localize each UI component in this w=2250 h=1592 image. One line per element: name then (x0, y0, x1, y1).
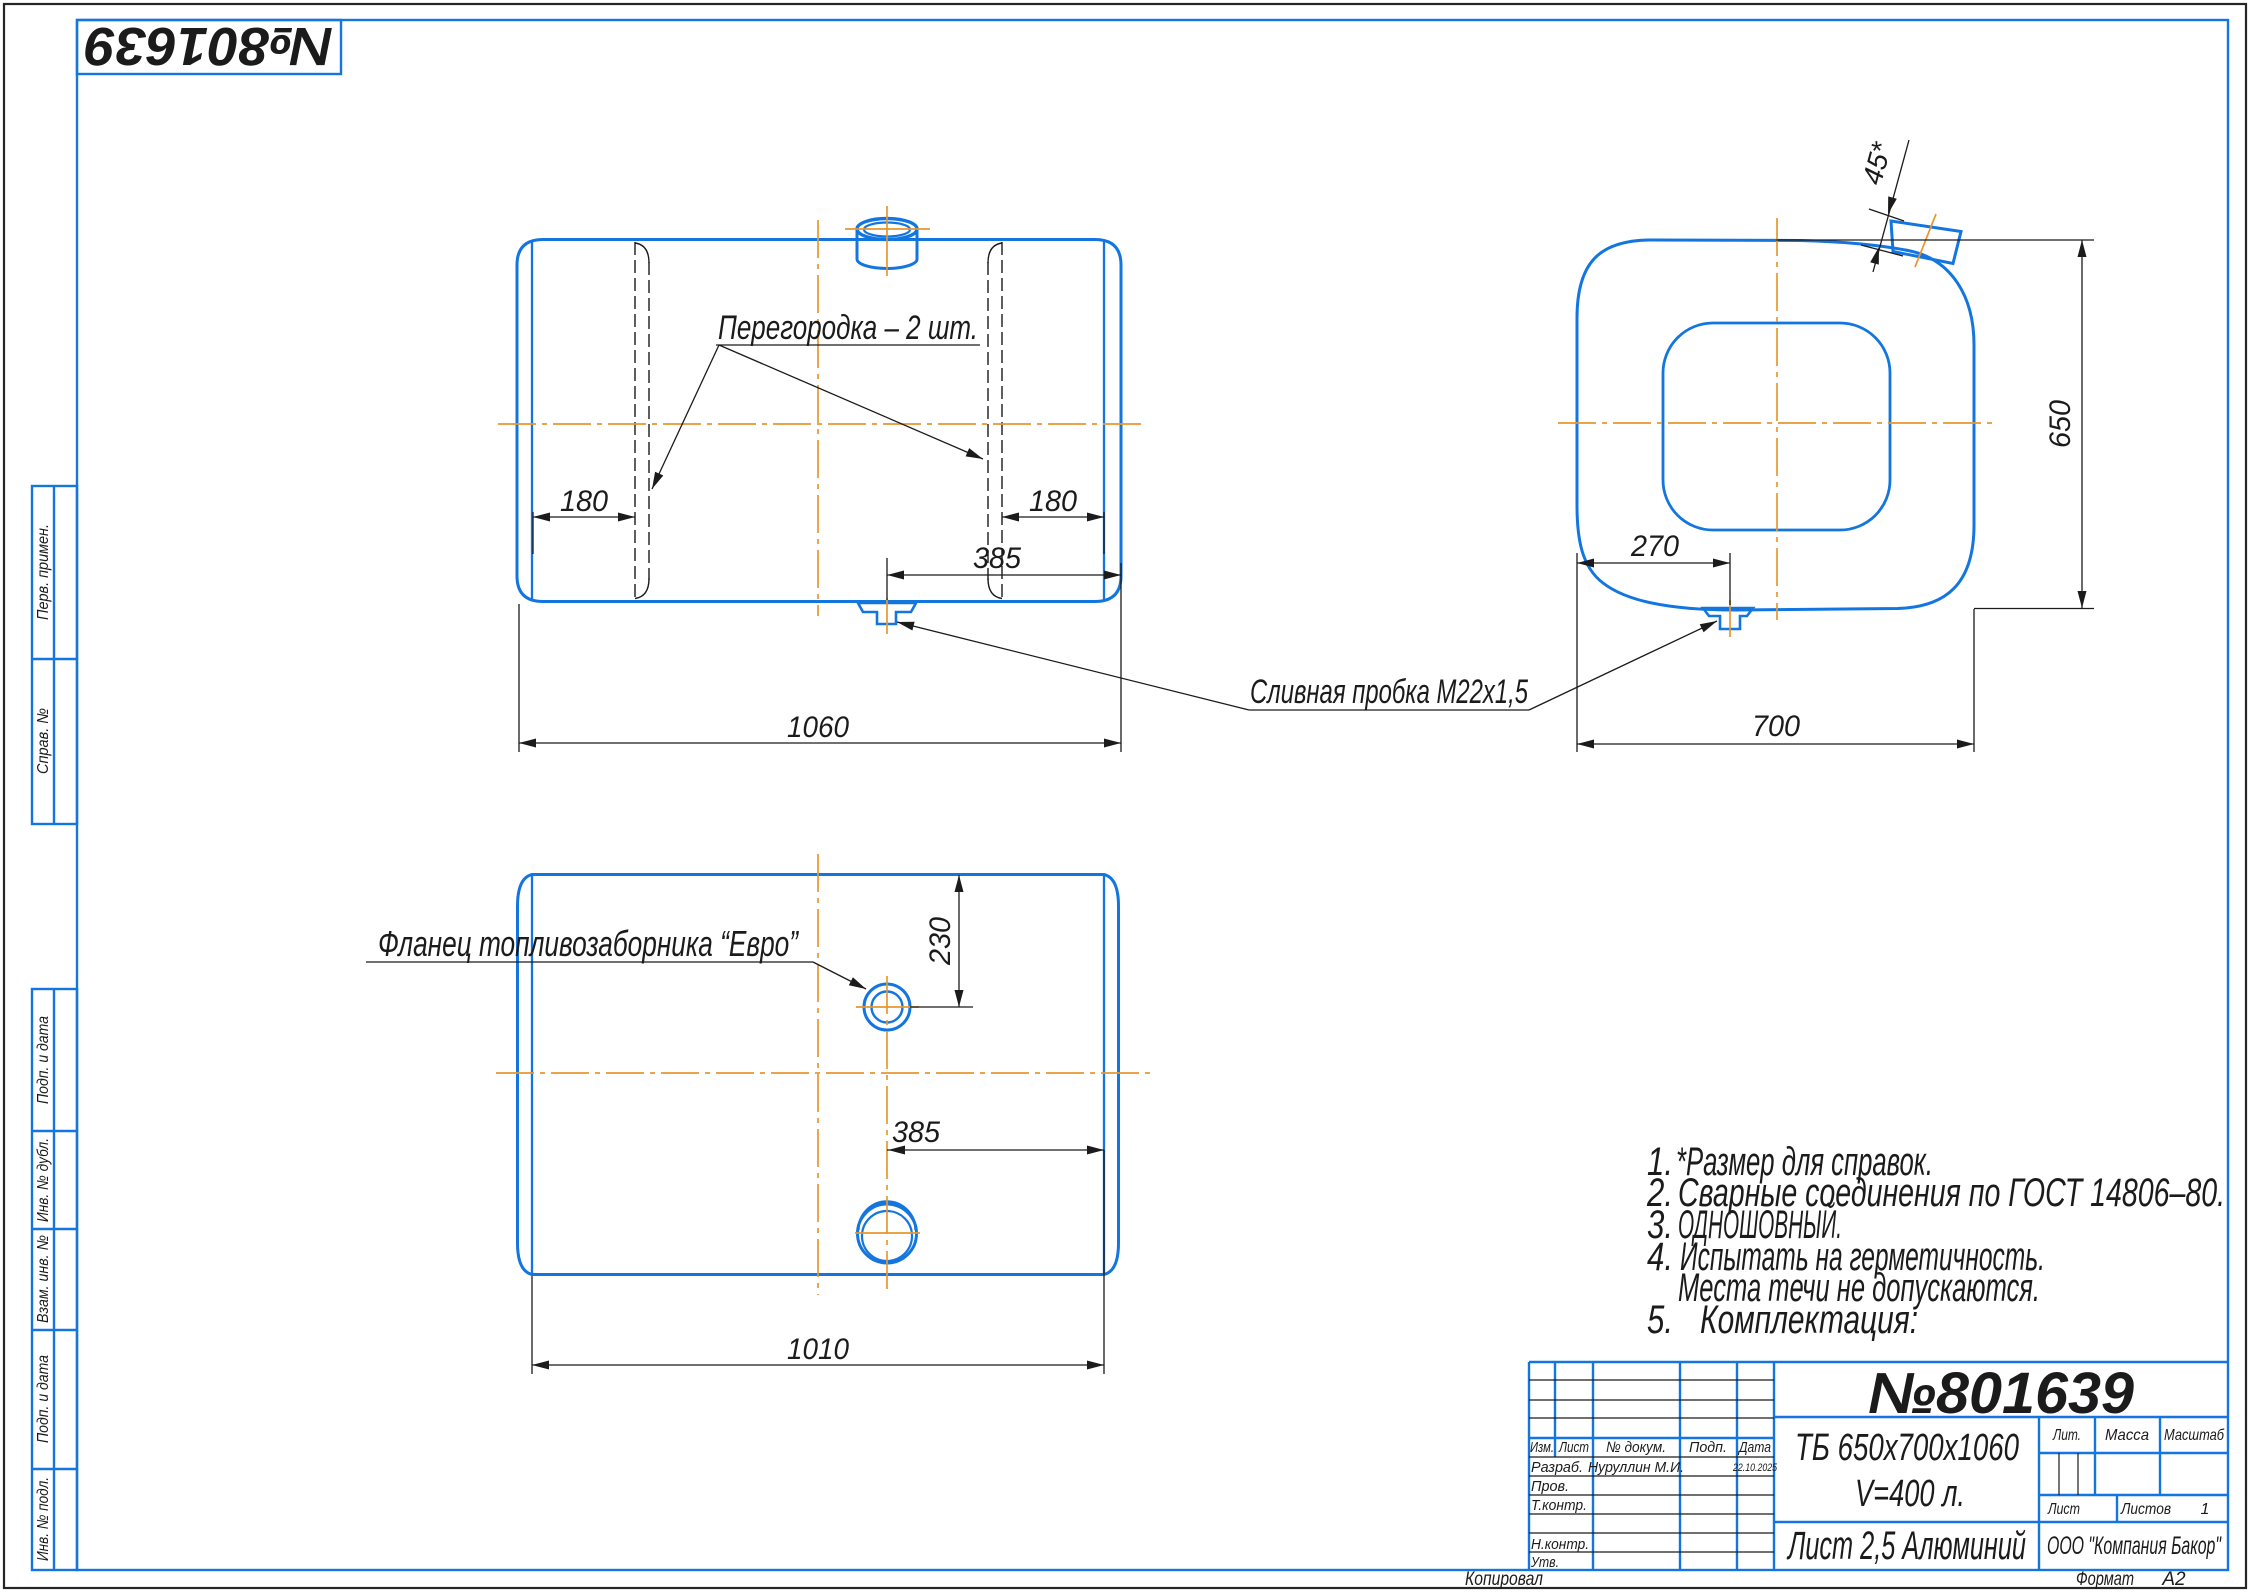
svg-text:Изм.: Изм. (1530, 1439, 1554, 1456)
svg-text:ООО "Компания Бакор": ООО "Компания Бакор" (2047, 1532, 2222, 1560)
svg-text:*Размер для справок.: *Размер для справок. (1676, 1140, 1933, 1184)
svg-text:650: 650 (2044, 400, 2077, 448)
svg-text:270: 270 (1630, 530, 1679, 563)
svg-text:Копировал: Копировал (1465, 1569, 1543, 1590)
svg-text:385: 385 (973, 542, 1021, 575)
svg-text:Места течи не допускаются.: Места течи не допускаются. (1678, 1266, 2040, 1310)
svg-text:Справ. №: Справ. № (35, 708, 52, 774)
svg-text:Дата: Дата (1737, 1439, 1771, 1456)
svg-text:22.10.2025: 22.10.2025 (1732, 1462, 1777, 1474)
svg-text:Масса: Масса (2105, 1427, 2149, 1444)
svg-text:Комплектация:: Комплектация: (1700, 1298, 1918, 1342)
svg-text:Фланец топливозаборника “Евро”: Фланец топливозаборника “Евро” (378, 923, 799, 964)
svg-text:Испытать на герметичность.: Испытать на герметичность. (1680, 1235, 2045, 1279)
svg-text:№ докум.: № докум. (1606, 1439, 1666, 1456)
svg-text:ТБ 650х700х1060: ТБ 650х700х1060 (1795, 1427, 2019, 1469)
svg-text:Масштаб: Масштаб (2164, 1427, 2225, 1444)
svg-text:1060: 1060 (787, 711, 849, 744)
svg-text:4.: 4. (1647, 1235, 1673, 1279)
svg-text:№801639: №801639 (1868, 1361, 2134, 1426)
svg-text:ОДНОШОВНЫЙ.: ОДНОШОВНЫЙ. (1678, 1201, 1842, 1247)
svg-text:Инв. № дубл.: Инв. № дубл. (35, 1138, 52, 1222)
svg-text:Лист: Лист (1558, 1439, 1589, 1456)
svg-text:Перв. примен.: Перв. примен. (35, 524, 52, 620)
svg-text:Разраб.: Разраб. (1531, 1459, 1583, 1476)
svg-text:Сливная пробка М22х1,5: Сливная пробка М22х1,5 (1250, 673, 1528, 711)
svg-text:Взам. инв. №: Взам. инв. № (35, 1235, 52, 1323)
svg-text:А2: А2 (2161, 1569, 2186, 1590)
svg-text:Подп.: Подп. (1689, 1439, 1727, 1456)
svg-text:Лист: Лист (2047, 1501, 2080, 1518)
svg-text:Подп. и дата: Подп. и дата (35, 1355, 52, 1443)
svg-text:Нуруллин М.И.: Нуруллин М.И. (1588, 1459, 1684, 1476)
svg-text:5.: 5. (1647, 1298, 1673, 1342)
svg-text:Сварные соединения по ГОСТ 148: Сварные соединения по ГОСТ 14806–80. (1678, 1171, 2225, 1215)
svg-text:Утв.: Утв. (1530, 1554, 1559, 1571)
svg-text:Лист 2,5 Алюминий: Лист 2,5 Алюминий (1786, 1524, 2026, 1568)
svg-text:230: 230 (924, 917, 957, 966)
svg-text:V=400 л.: V=400 л. (1855, 1473, 1965, 1515)
svg-text:Формат: Формат (2076, 1569, 2134, 1590)
svg-text:Лит.: Лит. (2052, 1427, 2081, 1444)
svg-text:2.: 2. (1646, 1171, 1673, 1215)
svg-text:Перегородка – 2 шт.: Перегородка – 2 шт. (718, 309, 978, 347)
svg-text:1010: 1010 (787, 1333, 849, 1366)
svg-text:3.: 3. (1647, 1203, 1673, 1247)
svg-text:Н.контр.: Н.контр. (1531, 1536, 1589, 1553)
svg-text:180: 180 (1029, 485, 1077, 518)
svg-text:385: 385 (892, 1116, 940, 1149)
svg-text:Инв. № подл.: Инв. № подл. (35, 1477, 52, 1561)
svg-text:Листов: Листов (2120, 1501, 2171, 1518)
svg-text:1: 1 (2201, 1501, 2210, 1518)
svg-text:Подп. и дата: Подп. и дата (35, 1016, 52, 1104)
svg-text:№801639: №801639 (85, 16, 333, 76)
svg-text:1.: 1. (1647, 1140, 1673, 1184)
svg-text:Т.контр.: Т.контр. (1531, 1497, 1587, 1514)
svg-text:180: 180 (560, 485, 608, 518)
svg-text:Пров.: Пров. (1531, 1478, 1569, 1495)
svg-text:700: 700 (1752, 710, 1800, 743)
